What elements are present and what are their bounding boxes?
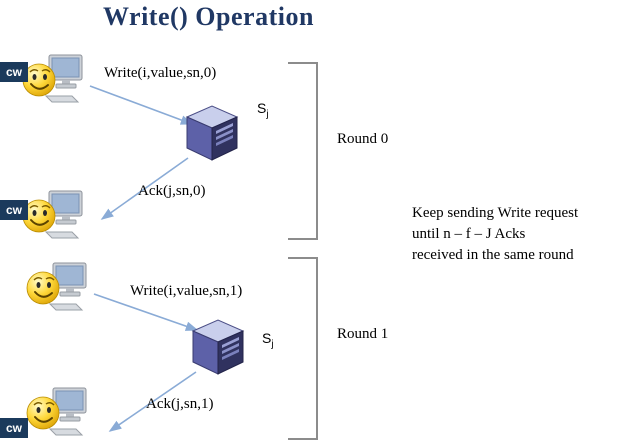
- server-label: Sj: [257, 100, 269, 120]
- note-line: until n – f – J Acks: [412, 226, 526, 242]
- page-title: Write() Operation: [103, 2, 314, 31]
- computer-icon: [44, 190, 83, 239]
- server-icon: [185, 105, 239, 161]
- note-text: Keep sending Write request until n – f –…: [412, 203, 623, 266]
- server-label-sub: j: [271, 338, 274, 350]
- ack-message-round1: Ack(j,sn,1): [146, 396, 214, 412]
- smiley-face-icon: [26, 271, 60, 305]
- round0-label: Round 0: [337, 131, 389, 147]
- client-icon: [26, 262, 87, 311]
- round0-bracket: [288, 62, 318, 240]
- note-line: received in the same round: [412, 247, 574, 263]
- server-label-sub: j: [266, 108, 269, 120]
- note-line: Keep sending Write request: [412, 205, 579, 221]
- server-label-main: S: [262, 330, 272, 346]
- computer-icon: [48, 387, 87, 436]
- client-badge: cw: [0, 418, 29, 438]
- client-badge: cw: [0, 62, 29, 82]
- computer-icon: [44, 54, 83, 103]
- write-message-round1: Write(i,value,sn,1): [130, 283, 243, 299]
- server-label-main: S: [257, 100, 267, 116]
- smiley-face-icon: [22, 63, 56, 97]
- server-icon: [191, 319, 245, 375]
- computer-icon: [48, 262, 87, 311]
- round1-bracket: [288, 257, 318, 440]
- client-icon: [26, 387, 87, 436]
- ack-message-round0: Ack(j,sn,0): [138, 183, 206, 199]
- round1-label: Round 1: [337, 326, 389, 342]
- server-label: Sj: [262, 330, 274, 350]
- client-badge: cw: [0, 200, 29, 220]
- write-arrow-round0: [89, 85, 194, 125]
- client-icon: [22, 54, 83, 103]
- write-message-round0: Write(i,value,sn,0): [104, 65, 217, 81]
- client-icon: [22, 190, 83, 239]
- smiley-face-icon: [26, 396, 60, 430]
